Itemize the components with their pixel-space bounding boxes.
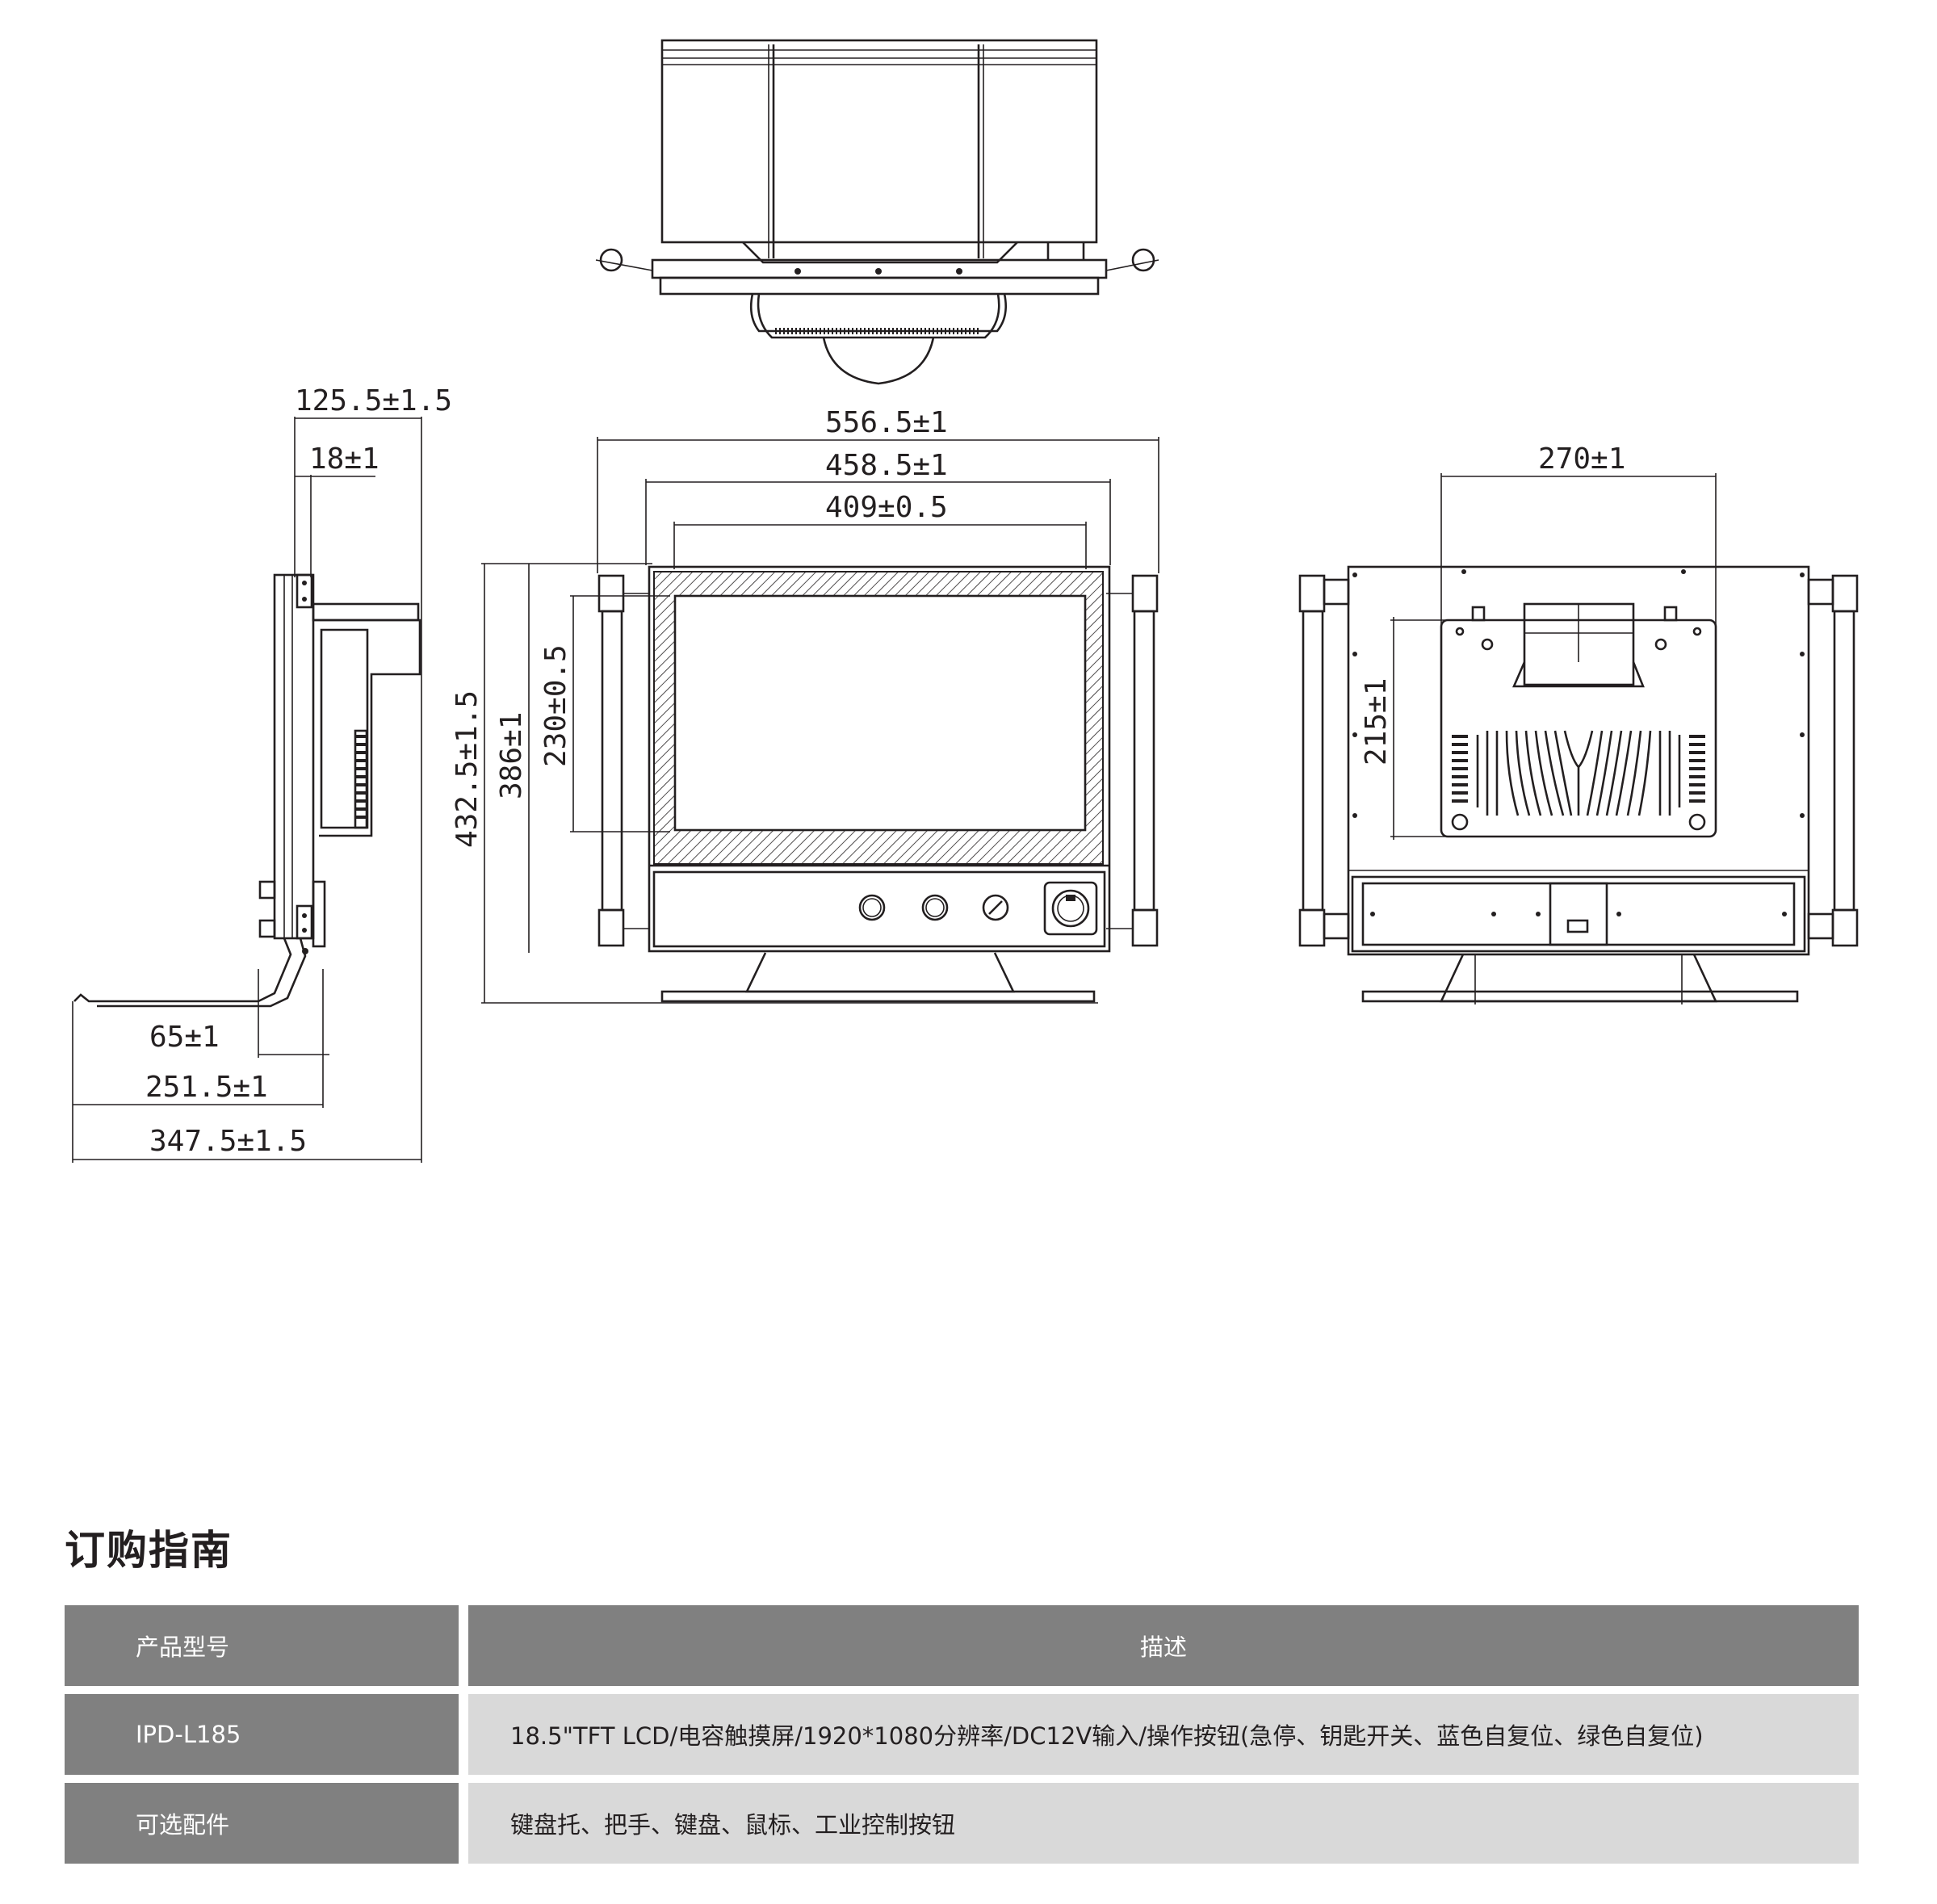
technical-drawing: 125.5±1.5 18±1 65±1 251.5±1 347.5±1.5 55… [72, 39, 1859, 1163]
front-view [481, 437, 1159, 1004]
order-table-header: 产品型号 描述 [65, 1605, 1859, 1686]
dimension-labels: 125.5±1.5 18±1 65±1 251.5±1 347.5±1.5 55… [145, 384, 1625, 1158]
dim-front-width-total: 556.5±1 [825, 406, 948, 439]
table-row: 可选配件 键盘托、把手、键盘、鼠标、工业控制按钮 [65, 1783, 1859, 1864]
dim-side-depth-total: 125.5±1.5 [295, 384, 452, 417]
table-row: IPD-L185 18.5"TFT LCD/电容触摸屏/1920*1080分辨率… [65, 1694, 1859, 1775]
header-model: 产品型号 [65, 1605, 459, 1686]
dim-front-width-screen: 409±0.5 [825, 491, 948, 524]
dim-side-tray-251: 251.5±1 [145, 1071, 268, 1104]
row-model: IPD-L185 [65, 1694, 459, 1775]
dim-rear-height-mount: 215±1 [1360, 678, 1393, 765]
dim-rear-width-mount: 270±1 [1538, 442, 1625, 476]
top-view [595, 39, 1159, 385]
side-view [72, 417, 422, 1163]
dim-side-tray-total: 347.5±1.5 [149, 1125, 307, 1158]
row-description: 18.5"TFT LCD/电容触摸屏/1920*1080分辨率/DC12V输入/… [468, 1694, 1859, 1775]
dim-front-height-screen: 230±0.5 [539, 644, 572, 767]
dim-side-tray-65: 65±1 [149, 1021, 220, 1054]
rear-view [1298, 473, 1859, 1004]
dim-front-height-total: 432.5±1.5 [451, 690, 484, 848]
dim-front-height-panel: 386±1 [495, 712, 528, 799]
dim-side-bezel: 18±1 [309, 442, 379, 476]
row-model: 可选配件 [65, 1783, 459, 1864]
header-description: 描述 [468, 1605, 1859, 1686]
dim-front-width-panel: 458.5±1 [825, 449, 948, 482]
order-guide-title: 订购指南 [65, 1527, 233, 1574]
row-description: 键盘托、把手、键盘、鼠标、工业控制按钮 [468, 1783, 1859, 1864]
